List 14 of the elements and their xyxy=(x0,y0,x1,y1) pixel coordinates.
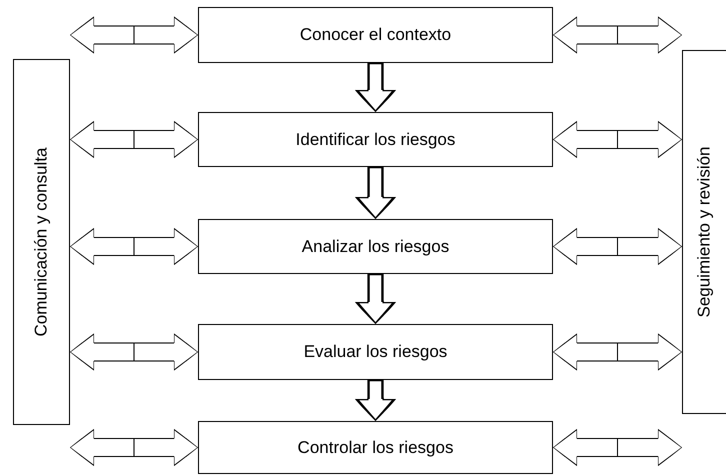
process-box xyxy=(198,219,553,274)
box-label: Identificar los riesgos xyxy=(296,130,456,150)
side-box xyxy=(682,50,726,414)
process-box xyxy=(198,324,553,380)
box-label: Seguimiento y revisión xyxy=(694,146,714,318)
box-label: Evaluar los riesgos xyxy=(304,342,448,362)
process-box xyxy=(198,421,553,474)
box-label: Controlar los riesgos xyxy=(298,438,454,458)
box-label: Conocer el contexto xyxy=(300,25,452,45)
side-box xyxy=(13,59,70,425)
box-label: Comunicación y consulta xyxy=(32,148,52,336)
process-box xyxy=(198,7,553,63)
process-box xyxy=(198,112,553,167)
box-label: Analizar los riesgos xyxy=(302,236,450,256)
